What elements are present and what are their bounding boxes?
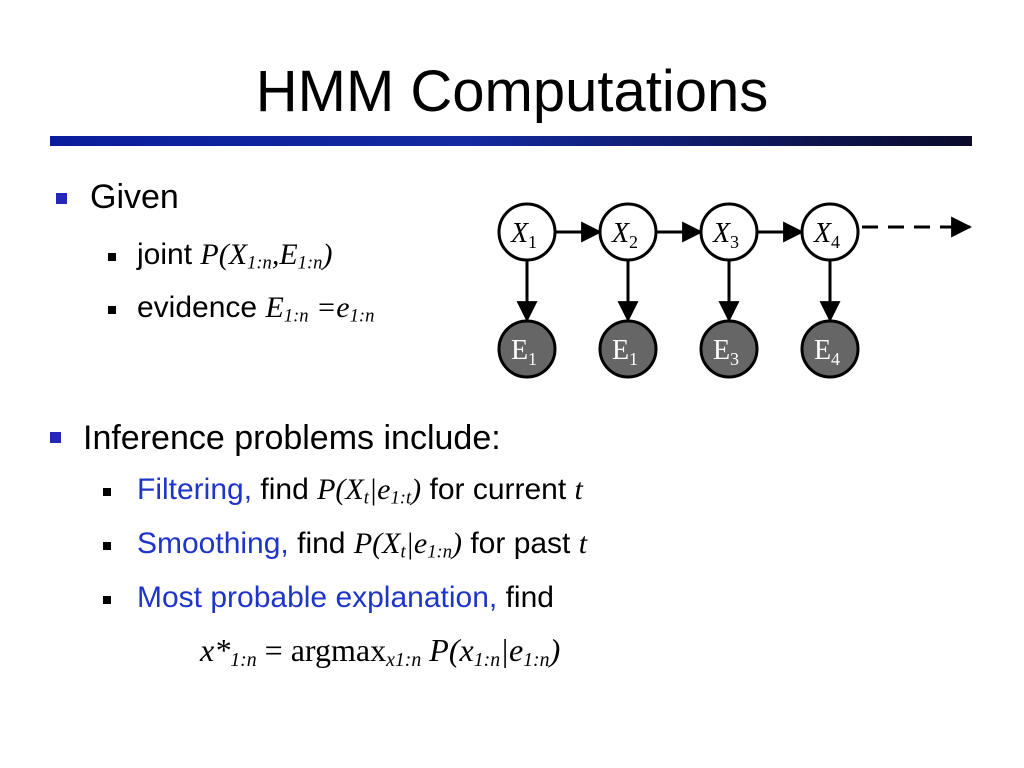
evidence-node-circle [497,319,557,379]
filtering-term: Filtering, [137,473,253,506]
evidence-line: evidence E1:n =e1:n [137,291,374,325]
title-rule [50,136,972,146]
joint-label: joint [137,238,193,271]
joint-line: joint P(X1:n,E1:n) [137,238,332,272]
smoothing-var: t [578,527,588,560]
evidence-node-label: E1 [511,335,537,369]
smoothing-suffix: for past [470,527,571,560]
bullet-smoothing [103,542,111,550]
evidence-node-circle [699,319,759,379]
bullet-inference [50,432,61,443]
filtering-find: find [260,473,309,506]
filtering-var: t [574,473,583,506]
filtering-line: Filtering, find P(Xt|e1:t) for current t [137,473,583,507]
mpe-find: find [505,581,554,614]
smoothing-find: find [297,527,346,560]
hidden-node-label: X3 [712,218,739,252]
inference-heading: Inference problems include: [83,419,501,457]
bullet-given [56,193,67,204]
evidence-node-circle [800,319,860,379]
smoothing-expr: P(Xt|e1:n) [353,527,462,563]
mpe-formula: x*1:n = argmaxx1:n P(x1:n|e1:n) [200,632,561,671]
hidden-node-circle [497,202,557,262]
hidden-node-label: X4 [813,218,840,252]
bullet-mpe [103,596,111,604]
joint-expr: P(X1:n,E1:n) [200,238,333,274]
evidence-node-label: E1 [612,335,638,369]
mpe-term: Most probable explanation, [137,581,498,614]
hidden-node-circle [800,202,860,262]
evidence-label: evidence [137,291,258,324]
bullet-evidence [108,306,116,314]
given-heading: Given [90,178,179,216]
hidden-node-label: X1 [510,218,537,252]
slide-title: HMM Computations [255,59,769,124]
smoothing-line: Smoothing, find P(Xt|e1:n) for past t [137,527,587,561]
evidence-expr: E1:n =e1:n [265,291,375,327]
filtering-expr: P(Xt|e1:t) [317,473,422,509]
evidence-node-label: E3 [713,335,739,369]
evidence-node-circle [598,319,658,379]
bullet-joint [108,253,116,261]
hidden-node-label: X2 [611,218,638,252]
bullet-filtering [103,488,111,496]
evidence-node-label: E4 [814,335,840,369]
smoothing-term: Smoothing, [137,527,289,560]
hidden-node-circle [699,202,759,262]
filtering-suffix: for current [429,473,567,506]
hidden-node-circle [598,202,658,262]
mpe-line: Most probable explanation, find [137,581,554,615]
